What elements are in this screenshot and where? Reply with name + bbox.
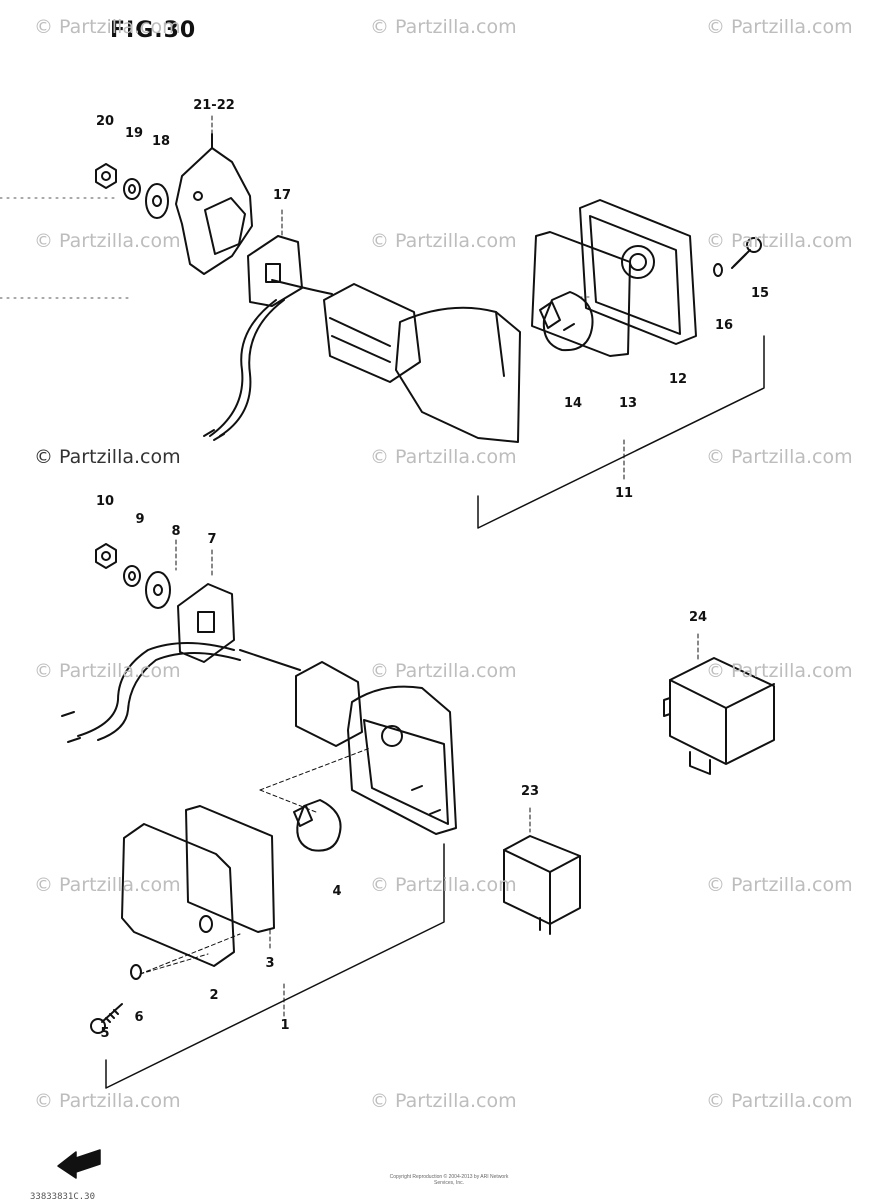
watermark: © Partzilla.com: [706, 16, 853, 38]
part-label-14: 14: [563, 396, 583, 411]
watermark: © Partzilla.com: [370, 230, 517, 252]
figure-title: FIG.30: [110, 18, 197, 43]
washer-18: [145, 183, 169, 219]
washer-16: [713, 263, 723, 277]
washer-9: [123, 565, 141, 587]
nut-20: [95, 163, 117, 189]
part-label-6: 6: [134, 1010, 144, 1025]
upper-wire: [203, 279, 333, 441]
nut-10: [95, 543, 117, 569]
relay-24: [663, 633, 775, 775]
leader-lines-upper: [211, 115, 625, 481]
part-label-15: 15: [750, 286, 770, 301]
front-direction-icon: [57, 1149, 101, 1179]
bulb-4: [293, 799, 342, 852]
lens-12: [579, 199, 697, 345]
bracket-21-22: [175, 133, 253, 275]
relay-23: [503, 807, 581, 935]
part-label-11: 11: [614, 486, 634, 501]
leader-lines-lower: [139, 539, 285, 1019]
part-label-17: 17: [272, 188, 292, 203]
watermark: © Partzilla.com: [34, 874, 181, 896]
watermark: © Partzilla.com: [370, 16, 517, 38]
washer-19: [123, 178, 141, 200]
grommet-17: [247, 235, 303, 307]
watermark-dark: © Partzilla.com: [34, 446, 181, 468]
part-label-3: 3: [265, 956, 275, 971]
watermark: © Partzilla.com: [706, 230, 853, 252]
watermark: © Partzilla.com: [706, 874, 853, 896]
watermark: © Partzilla.com: [370, 446, 517, 468]
part-label-5: 5: [100, 1026, 110, 1041]
watermark: © Partzilla.com: [34, 660, 181, 682]
watermark: © Partzilla.com: [34, 16, 181, 38]
washer-8: [145, 571, 171, 609]
watermark: © Partzilla.com: [370, 874, 517, 896]
part-label-24: 24: [688, 610, 708, 625]
watermark: © Partzilla.com: [370, 1090, 517, 1112]
part-label-13: 13: [618, 396, 638, 411]
assembly-11-bracket: [477, 335, 765, 529]
grommet-7: [177, 583, 235, 663]
assembly-1-bracket: [105, 843, 445, 1089]
part-label-10: 10: [95, 494, 115, 509]
upper-signal-housing: [323, 283, 521, 443]
gasket-13: [531, 231, 631, 357]
washer-6: [130, 964, 142, 980]
watermark: © Partzilla.com: [34, 230, 181, 252]
screw-5: [90, 1003, 123, 1034]
lower-signal-housing: [295, 661, 457, 835]
watermark: © Partzilla.com: [706, 1090, 853, 1112]
watermark: © Partzilla.com: [370, 660, 517, 682]
part-label-21-22: 21-22: [193, 98, 235, 113]
part-label-23: 23: [520, 784, 540, 799]
figure-code: 33833831C.30: [30, 1192, 96, 1202]
part-label-20: 20: [95, 114, 115, 129]
screw-15: [731, 237, 762, 269]
part-label-1: 1: [280, 1018, 290, 1033]
watermark: © Partzilla.com: [706, 446, 853, 468]
part-label-19: 19: [124, 126, 144, 141]
lens-2: [121, 823, 235, 967]
part-label-8: 8: [171, 524, 181, 539]
part-label-4: 4: [332, 884, 342, 899]
bulb-leader: [259, 747, 371, 813]
gasket-3: [185, 805, 275, 933]
part-label-9: 9: [135, 512, 145, 527]
lower-wire: [61, 642, 301, 743]
watermark: © Partzilla.com: [34, 1090, 181, 1112]
watermark: © Partzilla.com: [706, 660, 853, 682]
part-label-16: 16: [714, 318, 734, 333]
part-label-12: 12: [668, 372, 688, 387]
scan-dotted-lines: [0, 197, 591, 299]
part-label-7: 7: [207, 532, 217, 547]
part-label-18: 18: [151, 134, 171, 149]
copyright-note: Copyright Reproduction © 2004-2013 by AR…: [389, 1174, 509, 1186]
part-label-2: 2: [209, 988, 219, 1003]
